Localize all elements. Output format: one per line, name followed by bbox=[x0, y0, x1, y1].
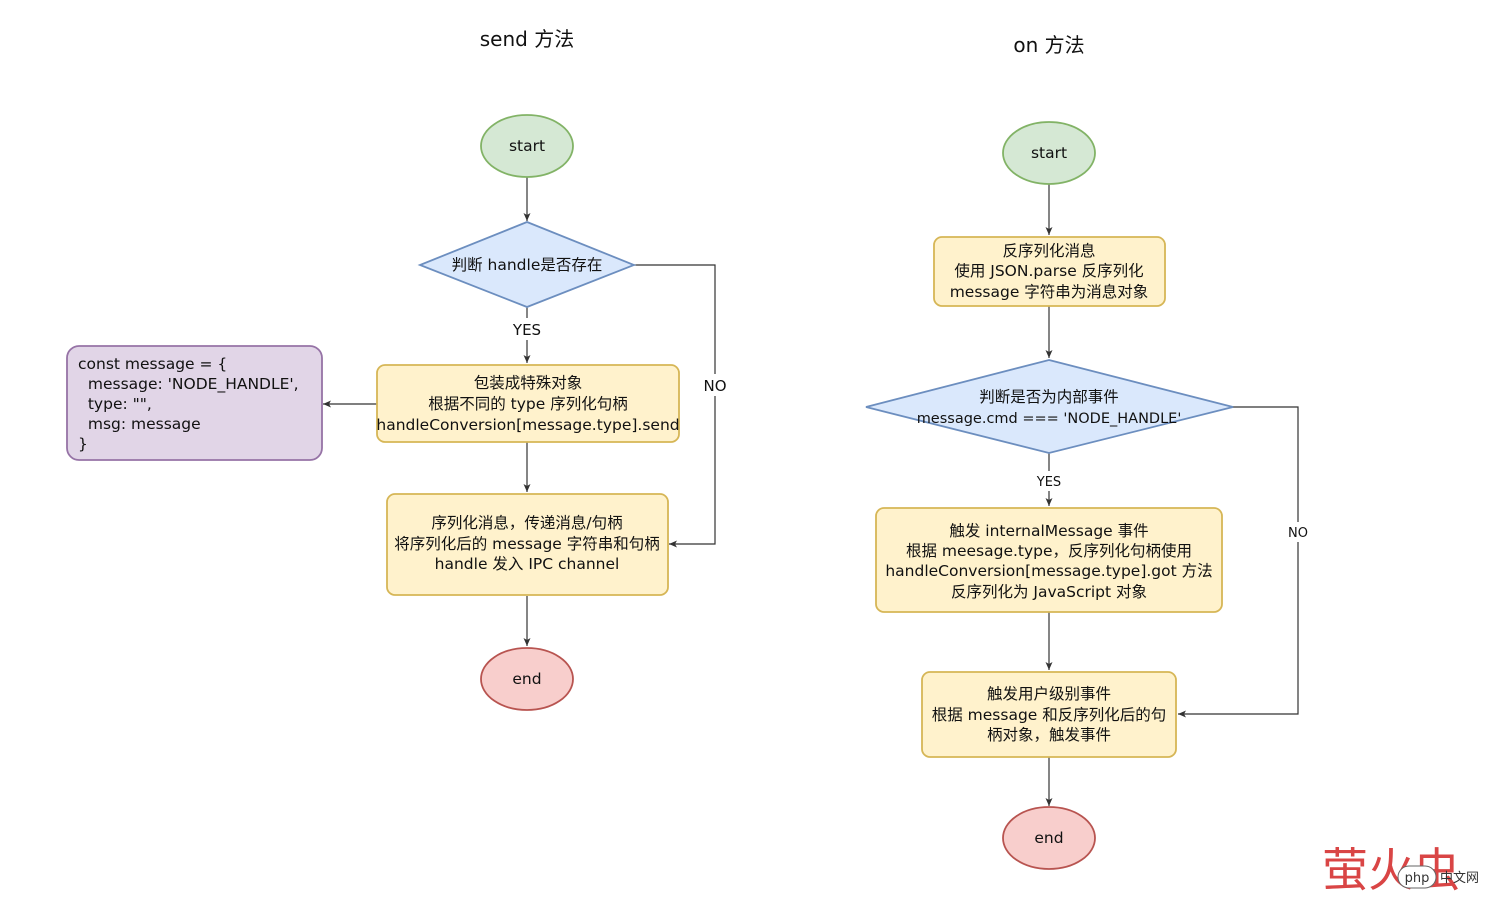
send-serialize-line-3: handle 发入 IPC channel bbox=[435, 555, 620, 573]
watermark-brand: 萤火虫 bbox=[1322, 843, 1460, 897]
on-decision-line-2: message.cmd === 'NODE_HANDLE' bbox=[917, 411, 1182, 427]
send-wrap-line-2: 根据不同的 type 序列化句柄 bbox=[428, 395, 627, 413]
send-wrap-node bbox=[376, 364, 680, 443]
send-decision-label: 判断 handle是否存在 bbox=[452, 256, 603, 274]
on-deserialize-line-2: 使用 JSON.parse 反序列化 bbox=[954, 262, 1143, 280]
send-edge-no-branch bbox=[634, 264, 716, 548]
on-internal-line-3: handleConversion[message.type].got 方法 bbox=[885, 562, 1212, 580]
send-flowchart: YES NO start 判断 handle是否存在 包装成特殊对象 根据不同的… bbox=[66, 114, 732, 711]
on-internal-line-4: 反序列化为 JavaScript 对象 bbox=[951, 583, 1147, 601]
send-code-line-1: const message = { bbox=[78, 355, 227, 373]
send-serialize-line-2: 将序列化后的 message 字符串和句柄 bbox=[394, 535, 660, 553]
watermark-site: 中文网 bbox=[1440, 871, 1479, 886]
send-serialize-line-1: 序列化消息，传递消息/句柄 bbox=[431, 514, 622, 532]
watermark: 萤火虫 php 中文网 bbox=[1322, 843, 1479, 897]
send-yes-label: YES bbox=[512, 321, 541, 339]
on-user-line-3: 柄对象，触发事件 bbox=[987, 726, 1111, 744]
watermark-php-badge bbox=[1397, 865, 1437, 889]
on-start-node bbox=[1002, 121, 1096, 185]
on-deserialize-node bbox=[933, 236, 1166, 307]
send-code-node bbox=[66, 345, 323, 461]
on-end-node bbox=[1002, 806, 1096, 870]
on-user-node bbox=[921, 671, 1177, 758]
on-start-label: start bbox=[1031, 144, 1067, 162]
send-code-line-5: } bbox=[78, 435, 88, 453]
on-internal-line-2: 根据 meesage.type，反序列化句柄使用 bbox=[906, 542, 1192, 560]
on-deserialize-line-3: message 字符串为消息对象 bbox=[950, 283, 1149, 301]
send-end-node bbox=[480, 647, 574, 711]
on-deserialize-line-1: 反序列化消息 bbox=[1002, 242, 1095, 260]
send-decision-node bbox=[417, 221, 637, 308]
on-edge-no-branch bbox=[1178, 406, 1299, 718]
on-no-label: NO bbox=[1288, 526, 1308, 541]
send-code-line-2: message: 'NODE_HANDLE', bbox=[78, 375, 299, 394]
on-yes-label: YES bbox=[1036, 475, 1061, 490]
on-end-label: end bbox=[1034, 829, 1063, 847]
on-decision-line-1: 判断是否为内部事件 bbox=[979, 388, 1119, 406]
on-flowchart: YES NO start 反序列化消息 使用 JSON.parse 反序列化 m… bbox=[865, 121, 1315, 870]
watermark-php: php bbox=[1405, 871, 1430, 886]
on-user-line-2: 根据 message 和反序列化后的句 bbox=[932, 706, 1167, 724]
send-code-line-3: type: "", bbox=[78, 395, 152, 413]
on-internal-node bbox=[875, 507, 1223, 613]
on-user-line-1: 触发用户级别事件 bbox=[987, 685, 1111, 703]
send-serialize-node bbox=[386, 493, 669, 596]
send-no-label: NO bbox=[703, 377, 726, 395]
send-code-line-4: msg: message bbox=[78, 415, 201, 433]
on-internal-line-1: 触发 internalMessage 事件 bbox=[949, 522, 1148, 540]
send-wrap-line-3: handleConversion[message.type].send bbox=[376, 416, 679, 434]
on-method-title: on 方法 bbox=[1013, 33, 1084, 57]
send-wrap-line-1: 包装成特殊对象 bbox=[474, 374, 583, 392]
send-method-title: send 方法 bbox=[480, 27, 574, 51]
on-decision-node bbox=[865, 359, 1234, 454]
send-start-label: start bbox=[509, 137, 545, 155]
send-end-label: end bbox=[512, 670, 541, 688]
send-start-node bbox=[480, 114, 574, 178]
